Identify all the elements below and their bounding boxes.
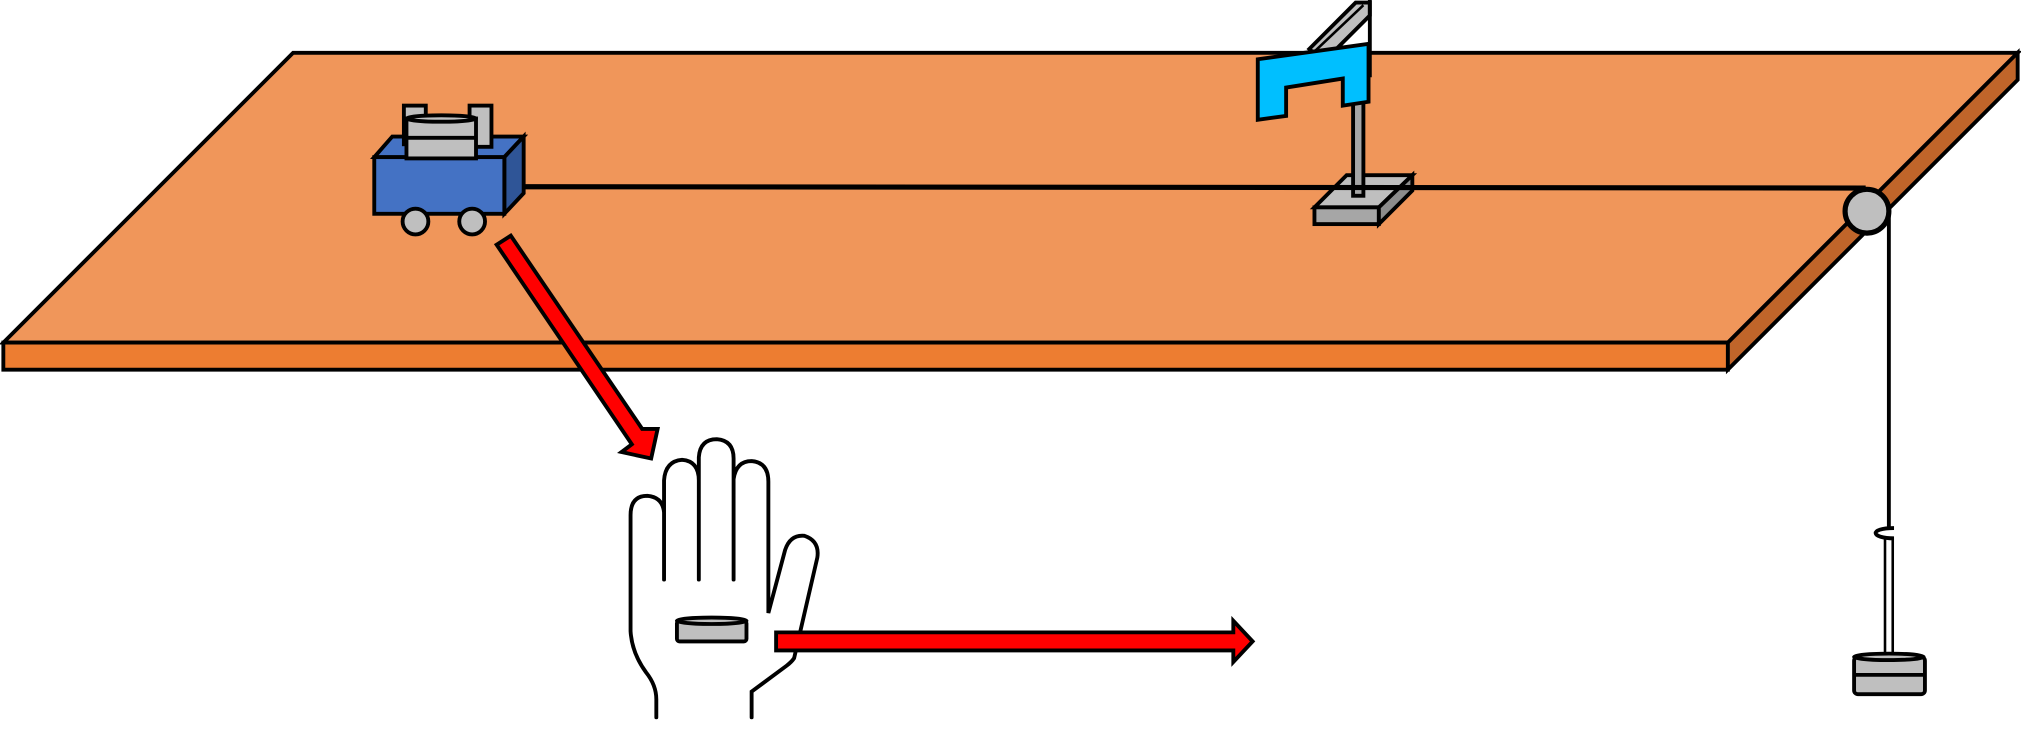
hanging-weight	[1852, 526, 1927, 697]
table-front-edge	[1, 340, 1730, 372]
table	[0, 48, 2021, 375]
arrow-icon	[493, 233, 661, 461]
cart-front	[372, 155, 507, 216]
cart	[370, 103, 529, 237]
flag	[1255, 41, 1371, 122]
arrow-icon	[774, 615, 1256, 667]
hand-weight-icon	[674, 615, 749, 644]
hand-icon	[628, 437, 820, 720]
string-horizontal	[523, 184, 1866, 191]
table-top	[0, 50, 2021, 345]
gate-base-front	[1312, 205, 1381, 227]
wheel-icon	[457, 206, 487, 237]
pulley-icon	[1842, 186, 1892, 236]
photogate-stand	[1255, 0, 1418, 229]
wheel-icon	[400, 206, 431, 237]
